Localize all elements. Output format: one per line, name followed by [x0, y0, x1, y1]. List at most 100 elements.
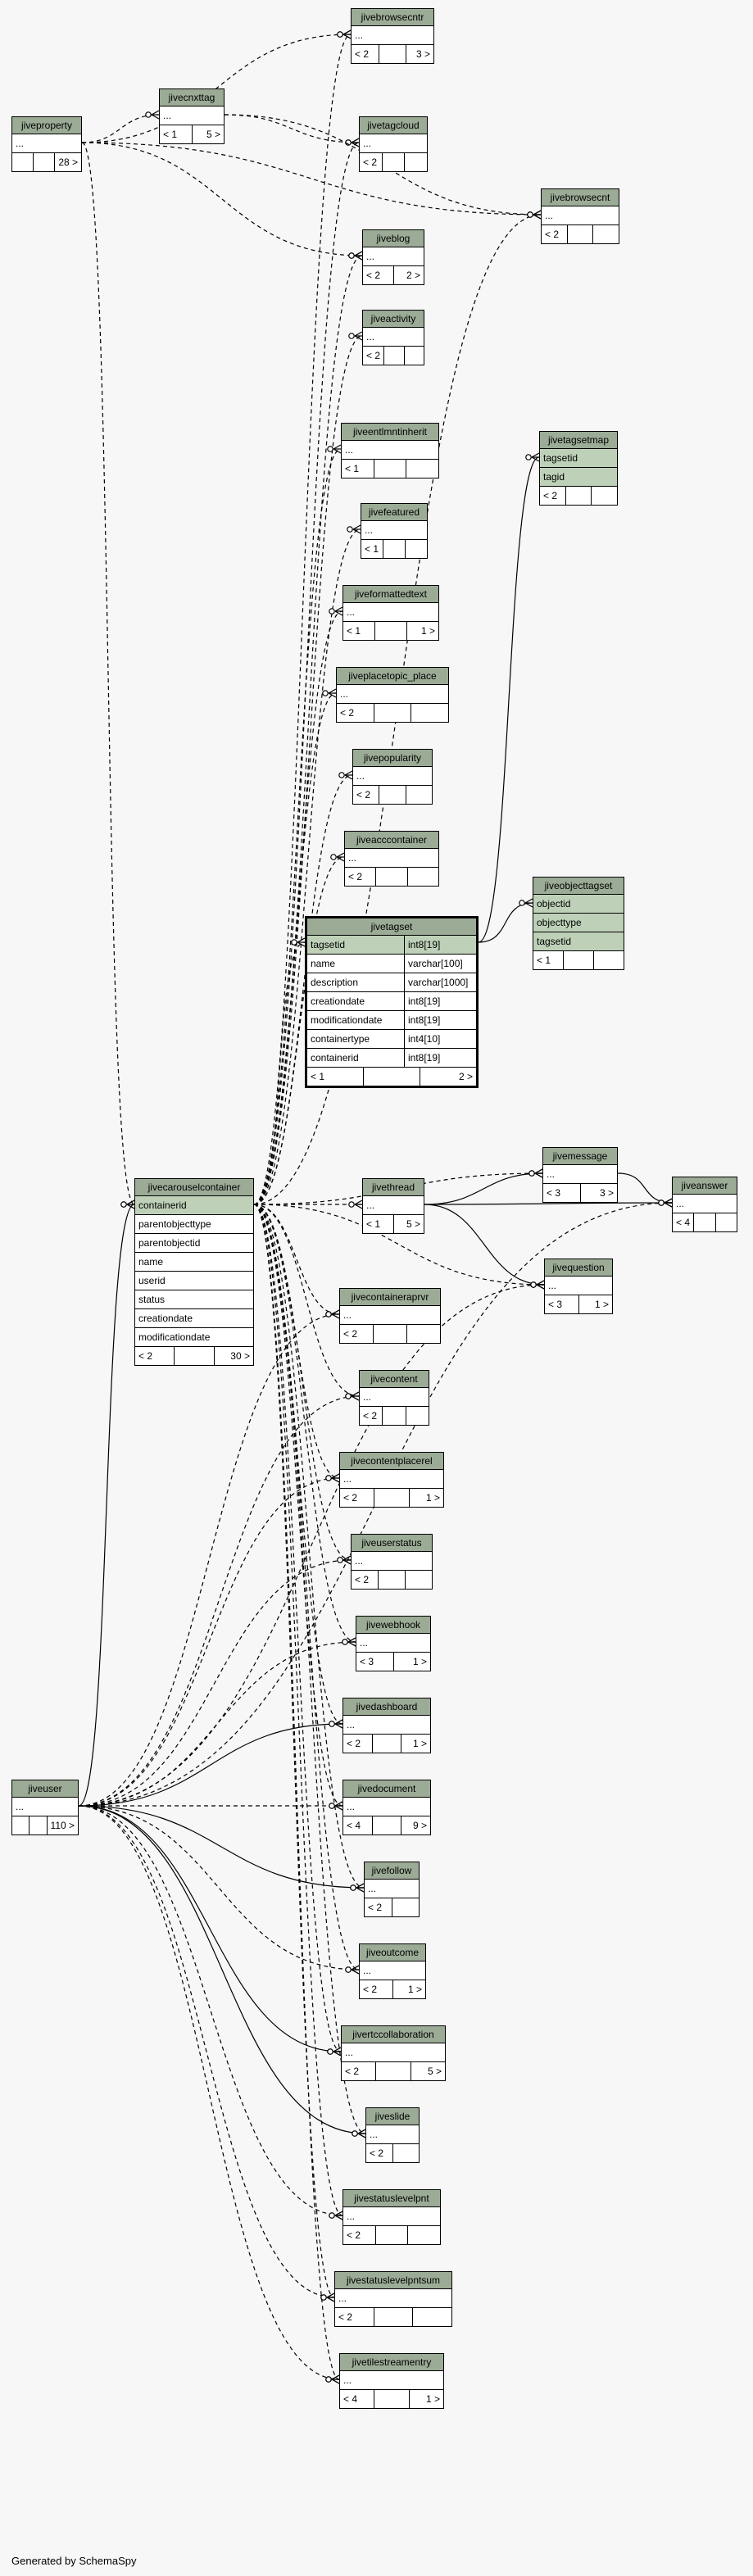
table-jiveuserstatus[interactable]: jiveuserstatus...< 2: [351, 1534, 433, 1590]
column[interactable]: ...: [345, 849, 438, 868]
column[interactable]: name: [135, 1253, 253, 1272]
parents-count[interactable]: < 2: [363, 266, 394, 284]
parents-count[interactable]: < 2: [335, 2308, 374, 2326]
children-count[interactable]: [406, 540, 427, 558]
parents-count[interactable]: < 4: [340, 2390, 375, 2408]
table-name[interactable]: jivecontaineraprvr: [340, 1289, 440, 1306]
table-name[interactable]: jiveblog: [363, 230, 424, 247]
table-jiveactivity[interactable]: jiveactivity...< 2: [362, 310, 424, 365]
parents-count[interactable]: < 1: [363, 1215, 394, 1233]
column[interactable]: ...: [356, 1634, 430, 1653]
key-column[interactable]: objectid: [533, 895, 624, 914]
key-column[interactable]: tagid: [540, 468, 617, 487]
parents-count[interactable]: < 1: [160, 125, 193, 143]
column[interactable]: ...: [340, 2371, 443, 2390]
children-count[interactable]: 1 >: [420, 625, 435, 637]
key-column[interactable]: tagsetid: [540, 449, 617, 468]
children-count[interactable]: [593, 225, 619, 243]
table-name[interactable]: jivemessage: [543, 1148, 617, 1165]
table-name[interactable]: jivequestion: [545, 1259, 612, 1277]
table-name[interactable]: jivertccollaboration: [342, 2026, 445, 2043]
key-column[interactable]: containerid: [135, 1196, 253, 1215]
table-name[interactable]: jivewebhook: [356, 1617, 430, 1634]
children-count[interactable]: 1 >: [413, 1738, 428, 1749]
children-count[interactable]: 1 >: [594, 1299, 609, 1310]
parents-count[interactable]: < 2: [366, 2144, 393, 2162]
children-count[interactable]: [408, 868, 438, 886]
column[interactable]: ...: [340, 1306, 440, 1325]
parents-count[interactable]: < 2: [340, 1325, 374, 1343]
table-name[interactable]: jiveobjecttagset: [533, 878, 624, 895]
column[interactable]: ...: [353, 767, 432, 786]
children-count[interactable]: [406, 460, 438, 478]
column[interactable]: ...: [352, 1552, 432, 1571]
table-name[interactable]: jiveoutcome: [360, 1944, 425, 1961]
table-name[interactable]: jivedocument: [343, 1780, 430, 1798]
column[interactable]: ...: [343, 1716, 430, 1735]
column[interactable]: ...: [335, 2289, 451, 2308]
parents-count[interactable]: < 2: [343, 2226, 376, 2244]
children-count[interactable]: 1 >: [425, 2393, 440, 2405]
parents-count[interactable]: < 2: [360, 1980, 393, 1998]
column[interactable]: ...: [343, 1798, 430, 1816]
parents-count[interactable]: < 1: [361, 540, 383, 558]
table-name[interactable]: jivebrowsecnt: [542, 189, 619, 206]
table-jivestatuslevelpnt[interactable]: jivestatuslevelpnt...< 2: [342, 2189, 441, 2245]
parents-count[interactable]: < 2: [340, 1489, 375, 1507]
column[interactable]: status: [135, 1290, 253, 1309]
column[interactable]: ...: [365, 1880, 419, 1898]
children-count[interactable]: [407, 1325, 440, 1343]
children-count[interactable]: [405, 153, 427, 171]
children-count[interactable]: 1 >: [425, 1492, 440, 1503]
column[interactable]: ...: [366, 2125, 419, 2144]
table-jivestatuslevelpntsum[interactable]: jivestatuslevelpntsum...< 2: [334, 2271, 452, 2327]
table-jivefollow[interactable]: jivefollow...< 2: [364, 1862, 420, 1917]
parents-count[interactable]: < 2: [343, 1735, 373, 1753]
children-count[interactable]: 2 >: [406, 270, 420, 281]
children-count[interactable]: [594, 951, 624, 969]
table-jiveproperty[interactable]: jiveproperty...28 >: [11, 116, 82, 172]
table-name[interactable]: jivebrowsecntr: [352, 9, 433, 26]
children-count[interactable]: 28 >: [58, 156, 79, 168]
children-count[interactable]: 3 >: [416, 48, 431, 60]
parents-count[interactable]: < 2: [337, 704, 374, 722]
parents-count[interactable]: < 2: [353, 786, 380, 804]
parents-count[interactable]: < 4: [673, 1213, 695, 1231]
parents-count[interactable]: < 2: [352, 45, 379, 63]
parents-count[interactable]: < 2: [360, 1407, 383, 1425]
table-name[interactable]: jivestatuslevelpntsum: [335, 2272, 451, 2289]
column[interactable]: ...: [361, 521, 427, 540]
table-name[interactable]: jivedashboard: [343, 1698, 430, 1716]
column[interactable]: ...: [12, 1798, 78, 1816]
table-jiveanswer[interactable]: jiveanswer...< 4: [672, 1177, 737, 1232]
table-name[interactable]: jivetagset: [307, 918, 476, 936]
parents-count[interactable]: < 1: [307, 1068, 364, 1086]
table-name[interactable]: jivecontent: [360, 1371, 429, 1388]
table-jiveacccontainer[interactable]: jiveacccontainer...< 2: [344, 831, 439, 887]
table-jivefeatured[interactable]: jivefeatured...< 1: [361, 503, 428, 559]
table-name[interactable]: jivefollow: [365, 1862, 419, 1880]
parents-count[interactable]: [12, 153, 34, 171]
children-count[interactable]: [393, 2144, 420, 2162]
children-count[interactable]: [716, 1213, 737, 1231]
children-count[interactable]: [406, 1571, 432, 1589]
parents-count[interactable]: < 2: [542, 225, 568, 243]
table-name[interactable]: jivestatuslevelpnt: [343, 2190, 440, 2207]
table-name[interactable]: jivepopularity: [353, 750, 432, 767]
table-name[interactable]: jiveuser: [12, 1780, 78, 1798]
children-count[interactable]: [408, 2226, 440, 2244]
parents-count[interactable]: < 1: [533, 951, 564, 969]
table-name[interactable]: jivecnxttag: [160, 89, 224, 107]
